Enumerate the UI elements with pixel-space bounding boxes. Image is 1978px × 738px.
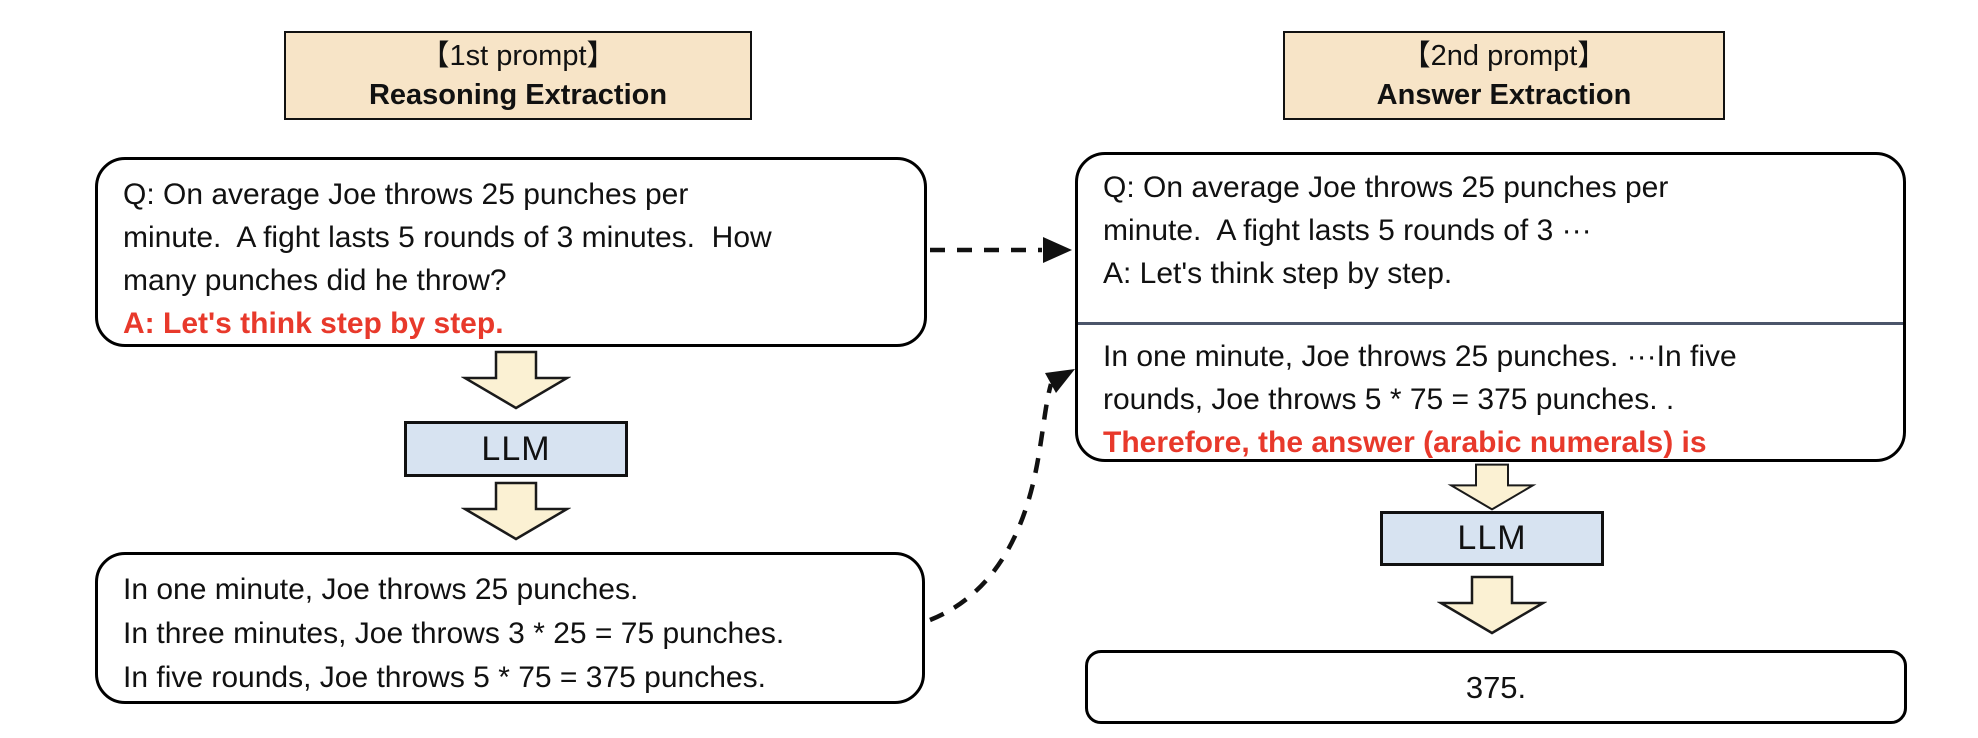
first-prompt-header: 【1st prompt】 Reasoning Extraction — [284, 31, 752, 120]
down-block-arrow-icon — [1447, 463, 1537, 511]
first-prompt-header-subtitle: Reasoning Extraction — [368, 78, 668, 111]
down-block-arrow-icon — [461, 350, 571, 410]
cot-trigger-text: A: Let's think step by step. — [123, 307, 504, 340]
second-prompt-header: 【2nd prompt】 Answer Extraction — [1283, 31, 1725, 120]
llm-box-first-stage: LLM — [404, 421, 628, 477]
llm-label: LLM — [481, 429, 551, 468]
reasoning-output-text: In one minute, Joe throws 25 punches. In… — [123, 573, 785, 694]
second-prompt-header-subtitle: Answer Extraction — [1376, 78, 1632, 111]
final-answer-box: 375. — [1085, 650, 1907, 724]
second-prompt-header-title: 【2nd prompt】 — [1401, 39, 1607, 72]
answer-trigger-text: Therefore, the answer (arabic numerals) … — [1103, 426, 1707, 459]
prompt-section-divider — [1078, 322, 1903, 325]
question-text: Q: On average Joe throws 25 punches per … — [123, 178, 772, 297]
reasoning-output-box: In one minute, Joe throws 25 punches. In… — [95, 552, 925, 704]
first-prompt-header-title: 【1st prompt】 — [420, 39, 616, 72]
inserted-reasoning-text: In one minute, Joe throws 25 punches. ··… — [1103, 340, 1737, 416]
down-block-arrow-icon — [1437, 575, 1547, 635]
llm-box-second-stage: LLM — [1380, 511, 1604, 566]
dashed-arrow-reasoning-to-second-prompt-icon — [929, 369, 1075, 623]
down-block-arrow-icon — [461, 481, 571, 541]
answer-extraction-prompt-box: Q: On average Joe throws 25 punches per … — [1075, 152, 1906, 462]
reasoning-extraction-prompt-box: Q: On average Joe throws 25 punches per … — [95, 157, 927, 347]
final-answer-text: 375. — [1465, 669, 1527, 705]
dashed-arrow-question-to-second-prompt-icon — [930, 237, 1072, 263]
question-with-trigger-text: Q: On average Joe throws 25 punches per … — [1103, 171, 1669, 290]
llm-label: LLM — [1457, 519, 1527, 557]
